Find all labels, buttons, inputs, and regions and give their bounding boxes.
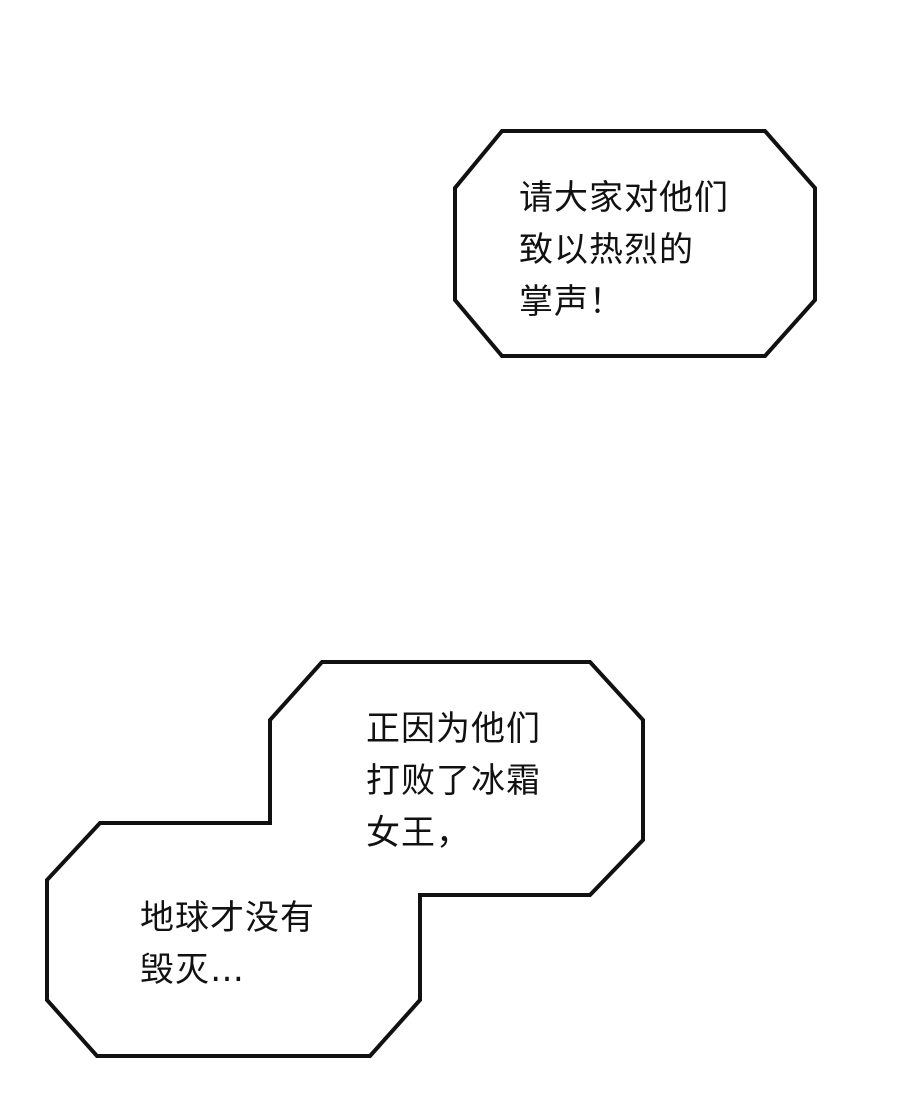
bubble-top-line-2: 致以热烈的 xyxy=(519,230,694,270)
speech-bubble-bottom-combined xyxy=(45,660,645,1058)
bubble-bottom-upper-text: 正因为他们 打败了冰霜 女王， xyxy=(366,703,541,859)
speech-bubble-top xyxy=(453,129,817,358)
bubble-top-line-1: 请大家对他们 xyxy=(519,178,729,218)
bubble-top-line-3: 掌声！ xyxy=(519,282,624,322)
bubble-bottom-lower-text: 地球才没有 毁灭… xyxy=(140,892,315,996)
bubble-top-text: 请大家对他们 致以热烈的 掌声！ xyxy=(519,172,729,328)
bubble-bottom-lower-line-1: 地球才没有 xyxy=(140,898,315,938)
bubble-bottom-upper-line-3: 女王， xyxy=(366,813,471,853)
bubble-bottom-upper-line-1: 正因为他们 xyxy=(366,709,541,749)
bubble-bottom-lower-line-2: 毁灭… xyxy=(140,950,245,990)
bubble-bottom-upper-line-2: 打败了冰霜 xyxy=(366,761,541,801)
